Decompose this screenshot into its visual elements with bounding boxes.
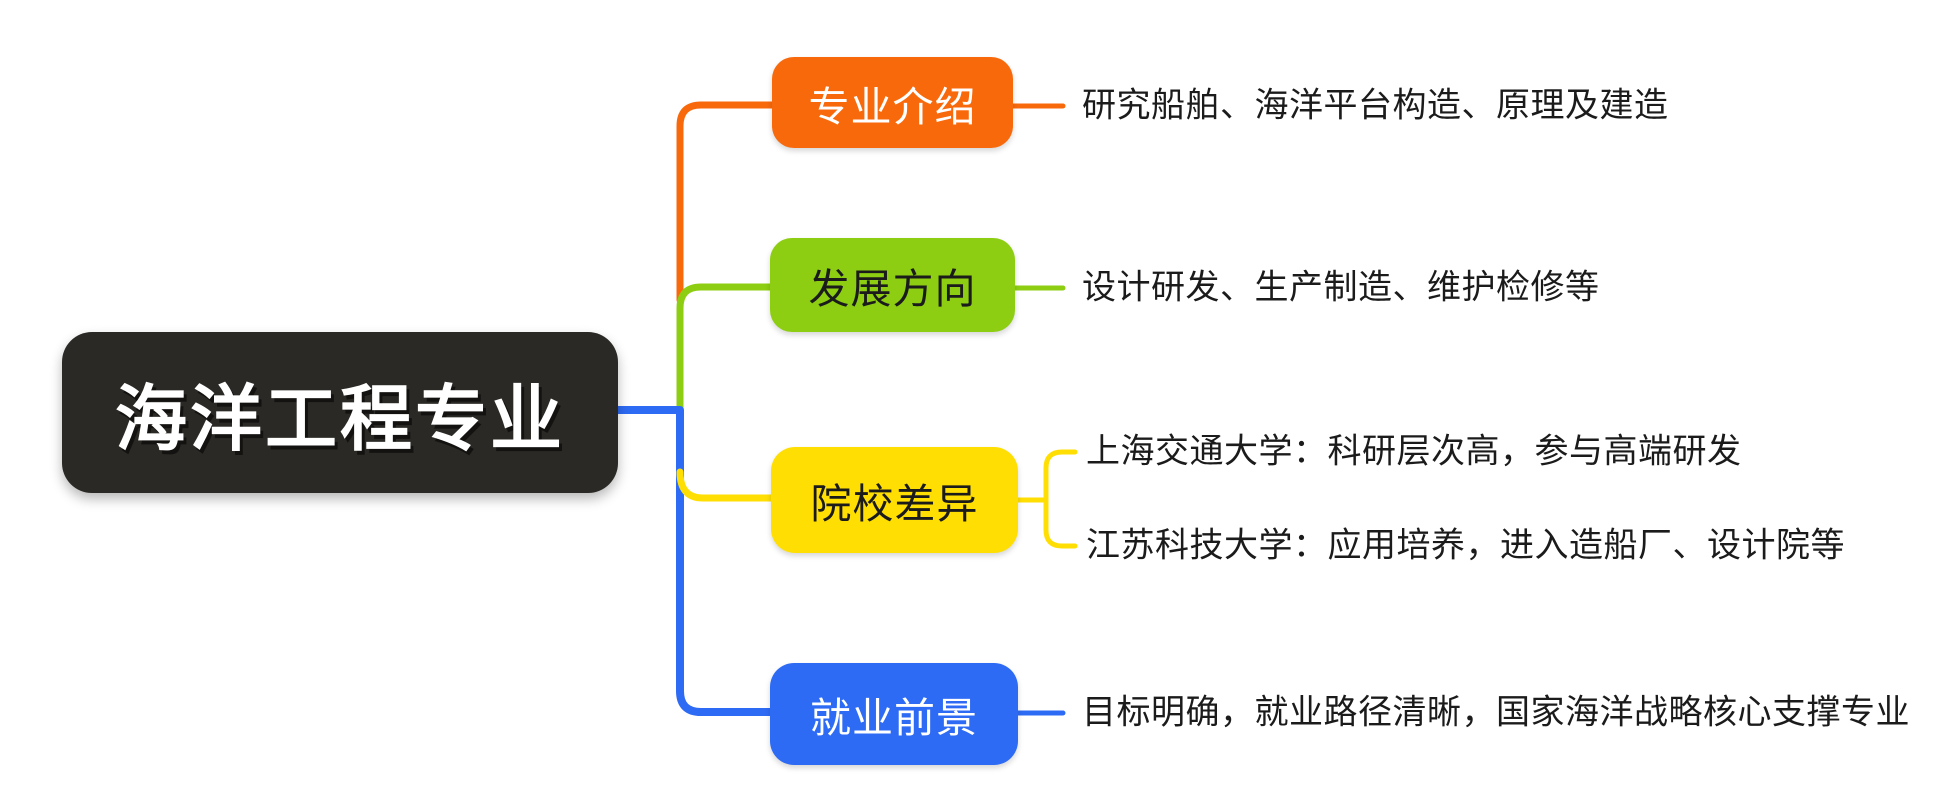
branch-node-jobs: 就业前景: [770, 663, 1018, 765]
description-direction: 设计研发、生产制造、维护检修等: [1082, 268, 1600, 307]
connector-root-to-jobs: [612, 406, 774, 716]
branch-node-direction: 发展方向: [770, 238, 1015, 332]
description-intro: 研究船舶、海洋平台构造、原理及建造: [1082, 86, 1669, 125]
branch-node-schools: 院校差异: [771, 447, 1018, 553]
branch-label: 就业前景: [810, 695, 978, 741]
branch-label: 专业介绍: [808, 83, 977, 130]
root-node: 海洋工程专业: [62, 332, 618, 493]
connector-branch-intro: [676, 101, 776, 304]
description-jobs: 目标明确，就业路径清晰，国家海洋战略核心支撑专业: [1082, 693, 1910, 732]
branch-label: 发展方向: [808, 266, 977, 312]
branch-node-intro: 专业介绍: [772, 57, 1013, 148]
description-school-just: 江苏科技大学：应用培养，进入造船厂、设计院等: [1086, 526, 1845, 565]
schools-bracket: [1043, 449, 1078, 549]
connector-branch-direction: [676, 283, 774, 417]
branch-label: 院校差异: [810, 481, 979, 527]
description-school-sjtu: 上海交通大学：科研层次高，参与高端研发: [1086, 432, 1742, 471]
connector-branch-schools: [676, 468, 775, 502]
root-node-label: 海洋工程专业: [114, 380, 565, 460]
